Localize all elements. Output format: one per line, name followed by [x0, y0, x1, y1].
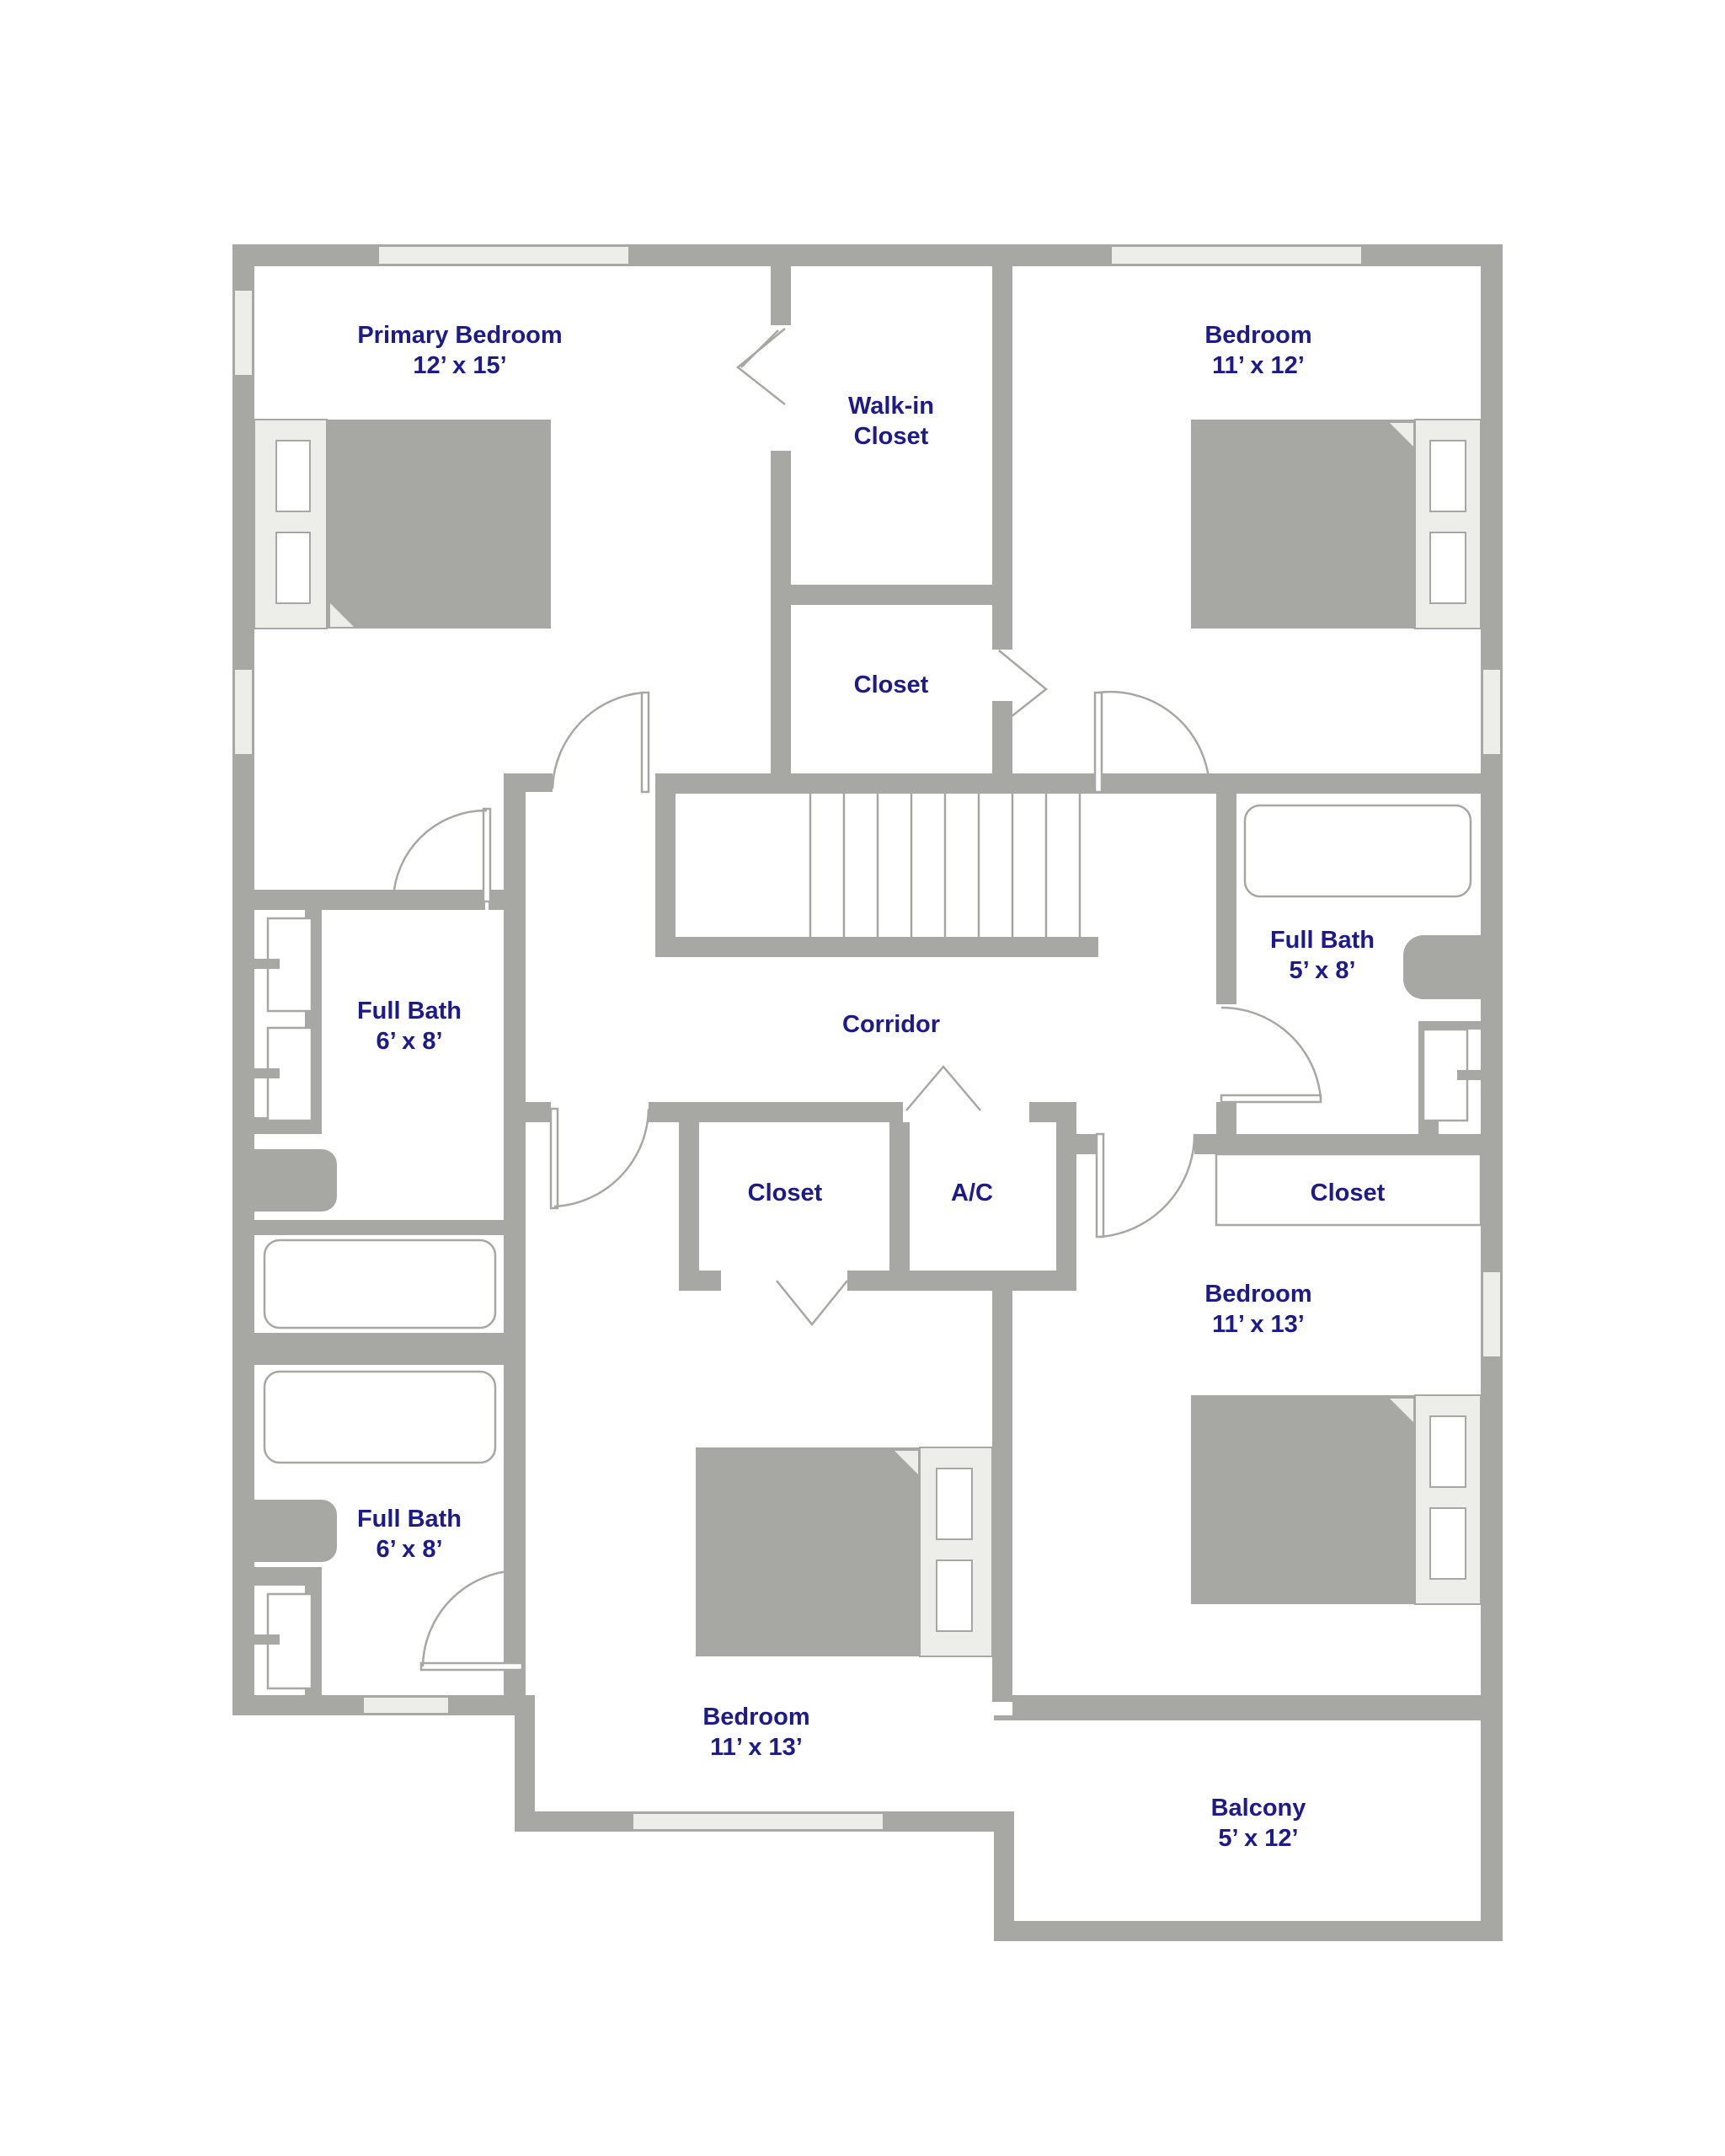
full-bath-west-upper-size: 6’ x 8’ — [376, 1028, 442, 1055]
closet-center-name: Closet — [748, 1180, 823, 1206]
bedroom-s-size: 11’ x 13’ — [710, 1734, 803, 1761]
bath-fixtures-east — [1243, 804, 1481, 1122]
doors — [393, 328, 1322, 1672]
closet-shelf — [1215, 1153, 1482, 1227]
bathtub — [263, 1370, 497, 1464]
full-bath-east-name: Full Bath — [1270, 927, 1375, 954]
primary-bedroom-name: Primary Bedroom — [357, 322, 562, 349]
closet-east-name: Closet — [1311, 1180, 1386, 1206]
window — [235, 670, 252, 754]
walk-in-closet-name: Walk-in — [848, 393, 934, 420]
balcony-name: Balcony — [1211, 1795, 1306, 1822]
window — [1483, 670, 1500, 754]
ac-name: A/C — [951, 1180, 993, 1206]
room-labels: Primary Bedroom 12’ x 15’ Walk-in Closet… — [357, 322, 1386, 1852]
toilet — [254, 1500, 337, 1562]
closet-upper-name: Closet — [854, 671, 929, 698]
bathtub — [263, 1238, 497, 1329]
full-bath-west-lower-name: Full Bath — [357, 1506, 462, 1533]
bed-southeast — [1191, 1394, 1482, 1605]
bedroom-ne-size: 11’ x 12’ — [1212, 352, 1305, 379]
staircase — [809, 794, 1081, 937]
balcony-size: 5’ x 12’ — [1218, 1825, 1298, 1852]
full-bath-west-lower-size: 6’ x 8’ — [376, 1536, 442, 1563]
full-bath-west-upper-name: Full Bath — [357, 998, 462, 1025]
window — [633, 1814, 883, 1829]
full-bath-east-size: 5’ x 8’ — [1289, 957, 1355, 984]
bedroom-se-size: 11’ x 13’ — [1212, 1311, 1305, 1338]
window — [1483, 1272, 1500, 1356]
walk-in-closet-name-2: Closet — [854, 423, 929, 450]
bedroom-ne-name: Bedroom — [1204, 322, 1311, 349]
toilet — [1403, 935, 1481, 999]
bed-northeast — [1191, 419, 1482, 629]
bedroom-s-name: Bedroom — [702, 1704, 809, 1731]
bath-fixtures-west-lower — [254, 1370, 497, 1690]
bath-fixtures-west-upper — [254, 917, 497, 1329]
bathtub — [1243, 804, 1472, 898]
window — [379, 247, 628, 264]
corridor-name: Corridor — [842, 1011, 940, 1038]
bedroom-se-name: Bedroom — [1204, 1281, 1311, 1308]
window — [1112, 247, 1361, 264]
toilet — [254, 1149, 337, 1212]
bed-primary — [254, 419, 551, 629]
window — [235, 291, 252, 375]
bed-south — [696, 1447, 993, 1657]
primary-bedroom-size: 12’ x 15’ — [413, 352, 506, 379]
window — [364, 1698, 448, 1713]
